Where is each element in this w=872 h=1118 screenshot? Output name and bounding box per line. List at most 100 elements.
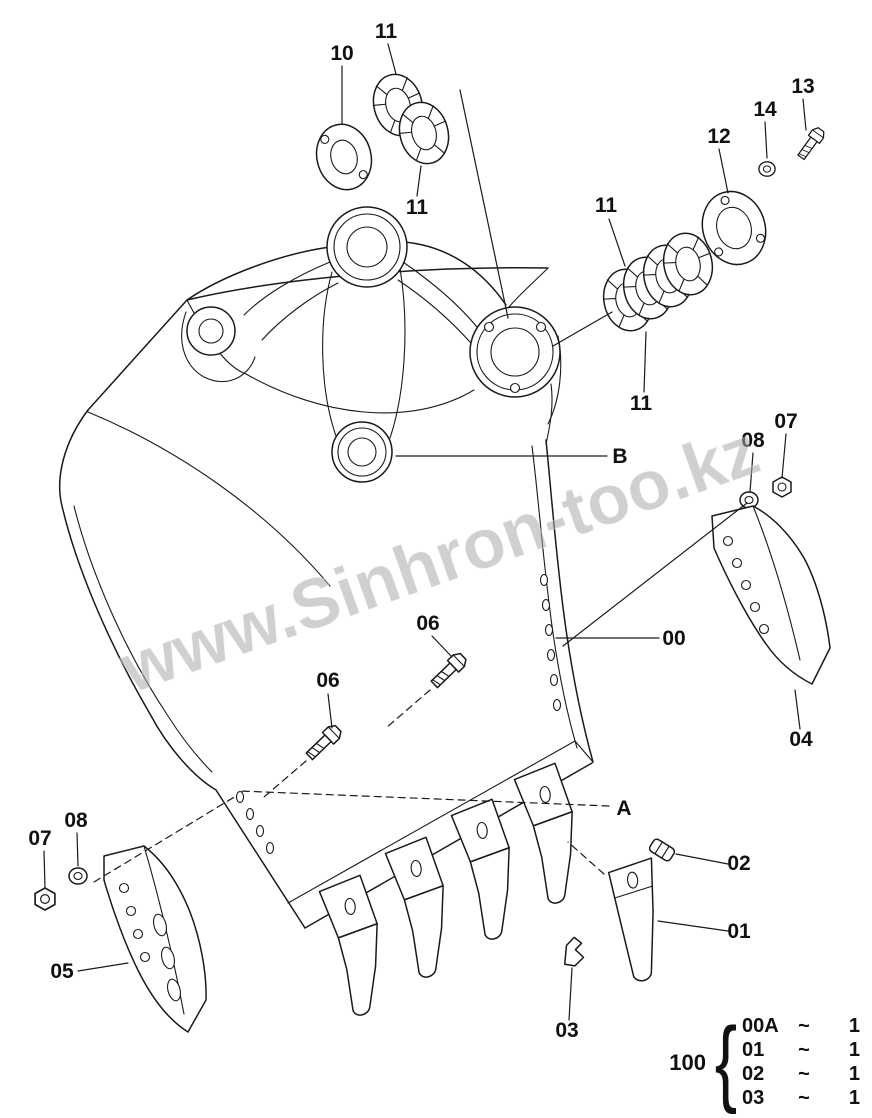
- opening-edge: [87, 411, 331, 587]
- boss-ring: [337, 427, 387, 477]
- boss-bore: [346, 226, 388, 268]
- axis-shims-boss: [552, 311, 613, 347]
- cutter-hole: [749, 601, 761, 613]
- lip-left-edge: [215, 789, 306, 929]
- axis-tooth-point: [567, 841, 605, 875]
- pin-body: [648, 838, 676, 862]
- boss-bolt-hole: [509, 382, 521, 394]
- ear-top-right: [403, 241, 507, 306]
- callout-11-top: 11: [375, 20, 398, 43]
- bolt-hole: [245, 807, 255, 821]
- tooth-point-line: [613, 885, 653, 899]
- cutter-hole: [139, 951, 151, 963]
- callout-07-right: 07: [774, 410, 797, 433]
- callout-11-top-2: 11: [406, 196, 429, 219]
- bolt-hole: [544, 623, 554, 637]
- leader-06-left: [327, 693, 333, 729]
- callout-07-left: 07: [28, 827, 51, 850]
- cutter-slot: [160, 946, 176, 970]
- leader-07-left: [43, 850, 46, 889]
- leader-14: [764, 121, 768, 159]
- callout-11-right: 11: [595, 194, 618, 217]
- parts-legend: 100 { 00A ~ 1 01 ~ 1 02 ~ 1 03 ~ 1: [669, 1008, 860, 1116]
- part-13-bolt: [794, 125, 828, 162]
- tooth: [512, 761, 583, 907]
- lug-bore: [198, 318, 224, 344]
- leader-11-top-2: [416, 165, 422, 197]
- part-07-nut-right: [772, 476, 792, 498]
- tooth: [383, 835, 454, 981]
- legend-row: 00A ~ 1: [742, 1015, 860, 1038]
- callout-04: 04: [789, 728, 813, 751]
- legend-quantity: 1: [848, 1039, 860, 1061]
- legend-separator: ~: [798, 1015, 810, 1037]
- cutter-hole: [731, 557, 743, 569]
- callout-06-mid: 06: [416, 612, 439, 635]
- collar-bore: [330, 139, 358, 175]
- leader-04: [794, 689, 801, 730]
- leader-13: [802, 98, 807, 131]
- callout-section-a: A: [616, 797, 631, 820]
- leader-section-a: [239, 790, 610, 807]
- legend-quantity: 1: [848, 1087, 860, 1109]
- cutter-hole: [740, 579, 752, 591]
- plate-hole: [714, 247, 724, 257]
- bolt-hole: [235, 790, 245, 804]
- bolt-hole: [255, 824, 265, 838]
- bolt-hole: [552, 698, 562, 712]
- legend-separator: ~: [798, 1087, 810, 1109]
- right-boss-shell: [545, 383, 553, 445]
- axis-right-cutter: [562, 502, 748, 647]
- bolt-hole: [541, 598, 551, 612]
- cutter-slot: [152, 913, 168, 937]
- leader-11-top: [387, 43, 397, 75]
- collar-hole: [320, 134, 330, 144]
- lug-link-2: [261, 282, 339, 341]
- axis-bolt-left: [263, 760, 307, 798]
- ear-top-left: [186, 246, 331, 301]
- part-02-pin: [648, 838, 676, 862]
- cutter-hole: [722, 535, 734, 547]
- callout-01: 01: [727, 920, 751, 943]
- lip-inner-edge: [287, 740, 576, 904]
- callout-03: 03: [555, 1019, 578, 1042]
- boss-link-1: [402, 261, 478, 328]
- left-lug-arc: [181, 311, 256, 382]
- callout-labels: 10 11 11 13 14 12 11 11 B 07 08 00 04 06…: [28, 20, 814, 1042]
- leader-lines: [43, 43, 807, 1021]
- axis-bolt-mid: [385, 689, 431, 729]
- leader-12: [718, 148, 729, 194]
- callout-14: 14: [753, 98, 777, 121]
- bucket-body: [59, 206, 594, 929]
- leader-07-right: [781, 433, 787, 479]
- legend-quantity: 1: [848, 1015, 860, 1037]
- collar-hole: [358, 170, 368, 180]
- collar-outer: [315, 123, 373, 191]
- callout-06-left: 06: [316, 669, 339, 692]
- legend-brace: {: [714, 1008, 738, 1116]
- callout-08-left: 08: [64, 809, 88, 832]
- leader-08-left: [76, 832, 79, 867]
- part-12-plate: [701, 190, 767, 266]
- part-06-bolt-left: [303, 722, 345, 763]
- plate-bore: [716, 206, 752, 250]
- ear-plate-right: [389, 267, 406, 439]
- cutter-slot: [166, 978, 182, 1002]
- boss-link-2: [397, 279, 471, 343]
- part-11-shims-top: [366, 68, 456, 170]
- leader-05: [77, 962, 129, 972]
- leader-06-mid: [431, 635, 453, 658]
- tooth-point-outline: [607, 857, 654, 982]
- callout-13: 13: [791, 75, 814, 98]
- axis-left-cutter: [93, 795, 237, 883]
- lock-outline: [563, 936, 585, 967]
- part-04-side-cutter-right: [711, 505, 831, 685]
- part-05-side-cutter-left: [103, 845, 207, 1033]
- callout-08-right: 08: [741, 429, 765, 452]
- bolt-hole: [539, 573, 549, 587]
- legend-part-code: 03: [742, 1087, 765, 1109]
- tooth: [449, 797, 520, 943]
- legend-rows: 00A ~ 1 01 ~ 1 02 ~ 1 03 ~ 1: [742, 1015, 860, 1110]
